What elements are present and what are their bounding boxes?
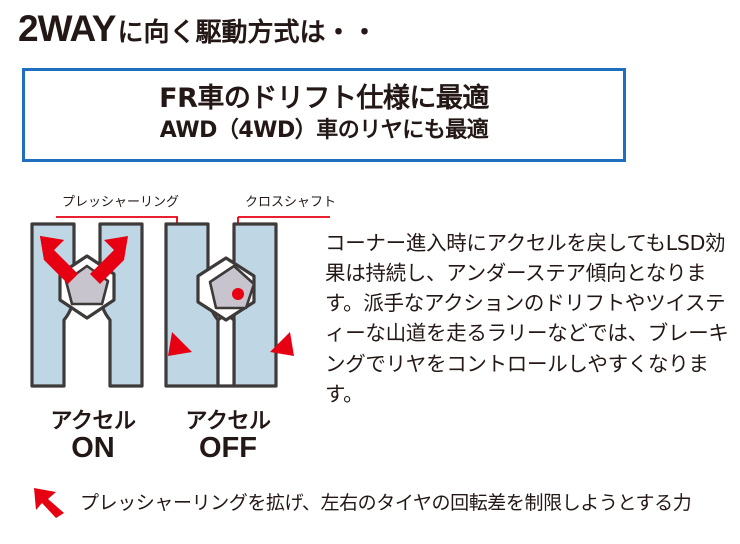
cross-shaft-cam-off [208,264,256,310]
panel-accel-off [164,222,294,388]
red-arrow-up-left-icon [34,488,64,518]
arrow-up-right-on-body [90,236,128,284]
highlight-box-line-2: AWD（4WD）車のリヤにも最適 [159,117,489,143]
lsd-operation-diagram: プレッシャーリング クロスシャフト [30,195,336,464]
legend-row: プレッシャーリングを拡げ、左右のタイヤの回転差を制限しようとする力 [30,484,692,518]
highlight-box-line-1: FR車のドリフト仕様に最適 [159,83,489,114]
arrow-up-left-on-body [40,236,78,284]
page-title-rest: に向く駆動方式は・・ [117,18,378,48]
page-title: 2WAY に向く駆動方式は・・ [18,10,377,58]
description-paragraph: コーナー進入時にアクセルを戻してもLSD効果は持続し、アンダーステア傾向となりま… [325,231,729,406]
shaft-channel-off [216,314,236,388]
arrow-down-right-off [246,308,294,356]
leader-dot-cross-shaft [232,288,244,300]
panel-accel-on [30,222,144,388]
label-pressure-ring: プレッシャーリング [62,195,180,210]
highlight-box-content: FR車のドリフト仕様に最適 AWD（4WD）車のリヤにも最適 [25,83,623,144]
diagram-canvas [30,216,330,388]
label-cross-shaft: クロスシャフト [245,195,337,210]
caption-accel-on: アクセル ON [28,410,158,464]
page-title-keyword: 2WAY [18,8,116,49]
force-arrows-off [168,308,294,356]
force-arrows-on [40,236,128,284]
caption-accel-on-top: アクセル [50,409,136,434]
arrow-down-left-off [168,308,216,356]
caption-accel-off: アクセル OFF [163,410,293,464]
highlight-box: FR車のドリフト仕様に最適 AWD（4WD）車のリヤにも最適 [22,68,626,162]
legend-text: プレッシャーリングを拡げ、左右のタイヤの回転差を制限しようとする力 [80,491,692,514]
caption-accel-off-top: アクセル [185,409,271,434]
caption-accel-on-bottom: ON [71,432,115,465]
caption-accel-off-bottom: OFF [199,432,257,465]
